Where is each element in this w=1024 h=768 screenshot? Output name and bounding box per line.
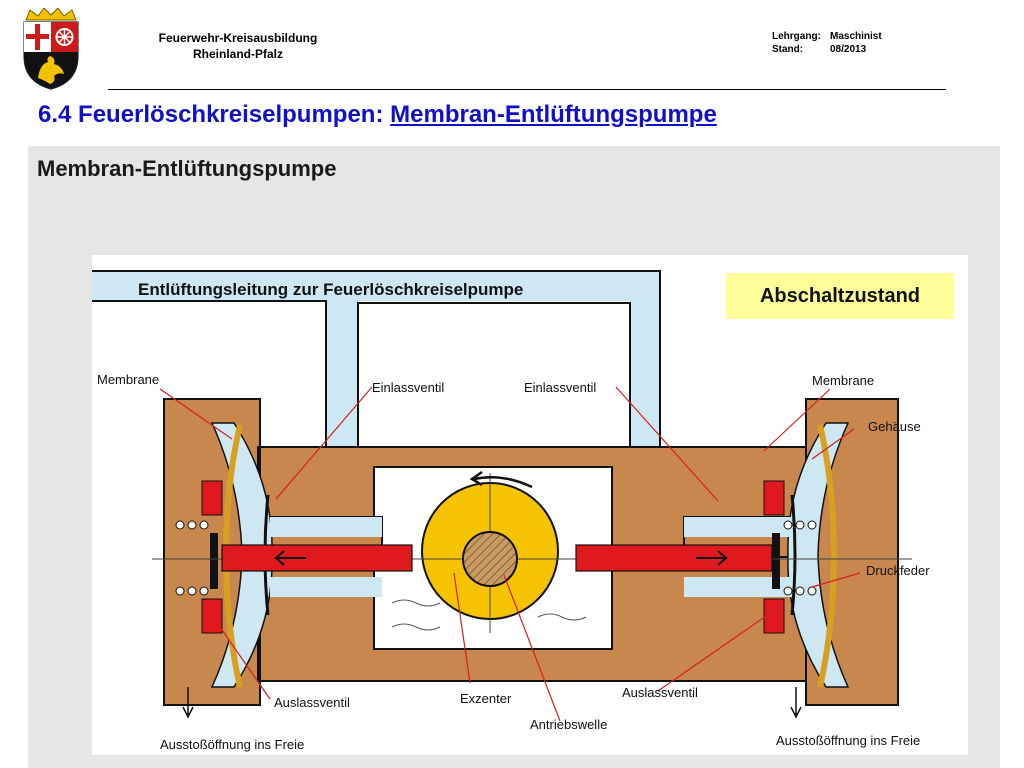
exhaust-arrow-left-icon <box>182 687 194 719</box>
outlet-valve-label-left: Auslassventil <box>274 695 350 710</box>
inlet-valve-label-right: Einlassventil <box>524 380 596 395</box>
leader-lines <box>159 386 861 722</box>
slide-title-prefix: 6.4 Feuerlöschkreiselpumpen: <box>38 101 384 128</box>
course-label: Lehrgang: <box>772 31 821 42</box>
organization-line-2: Rheinland-Pfalz <box>192 47 283 61</box>
outlet-valve-label-right: Auslassventil <box>622 685 698 700</box>
exhaust-label-right: Ausstoßöffnung ins Freie <box>776 733 920 748</box>
course-value: Maschinist <box>830 31 882 42</box>
membrane-label-right: Membrane <box>812 373 874 388</box>
piston-rods <box>221 544 773 572</box>
pipe-label: Entlüftungsleitung zur Feuerlöschkreisel… <box>138 280 523 299</box>
right-pump-head <box>683 398 899 706</box>
status-label: Stand: <box>772 44 804 55</box>
eccentric-label: Exzenter <box>460 691 512 706</box>
rotation-arrow-icon <box>469 470 533 489</box>
organization-line-1: Feuerwehr-Kreisausbildung <box>158 31 318 45</box>
spring-label: Druckfeder <box>866 563 930 578</box>
header-divider <box>108 89 946 90</box>
state-badge: Abschaltzustand <box>726 273 954 319</box>
exhaust-arrow-right-icon <box>790 687 802 719</box>
housing-label: Gehäuse <box>868 419 921 434</box>
inlet-valve-label-left: Einlassventil <box>372 380 444 395</box>
pump-schematic: Entlüftungsleitung zur Feuerlöschkreisel… <box>92 270 930 752</box>
slide-title-topic: Membran-Entlüftungspumpe <box>390 101 717 128</box>
course-meta: Lehrgang: Maschinist Stand: 08/2013 <box>772 30 882 56</box>
pump-diagram: Entlüftungsleitung zur Feuerlöschkreisel… <box>92 255 968 755</box>
membrane-label-left: Membrane <box>97 372 159 387</box>
status-value: 08/2013 <box>830 44 867 55</box>
organization-name: Feuerwehr-Kreisausbildung Rheinland-Pfal… <box>128 30 348 62</box>
slide-title: 6.4 Feuerlöschkreiselpumpen: Membran-Ent… <box>38 101 717 129</box>
panel-title: Membran-Entlüftungspumpe <box>37 156 337 181</box>
exhaust-label-left: Ausstoßöffnung ins Freie <box>160 737 304 752</box>
drive-shaft-label: Antriebswelle <box>530 717 607 732</box>
drive-shaft <box>462 531 518 587</box>
rhineland-palatinate-coat-of-arms-icon <box>23 8 79 90</box>
